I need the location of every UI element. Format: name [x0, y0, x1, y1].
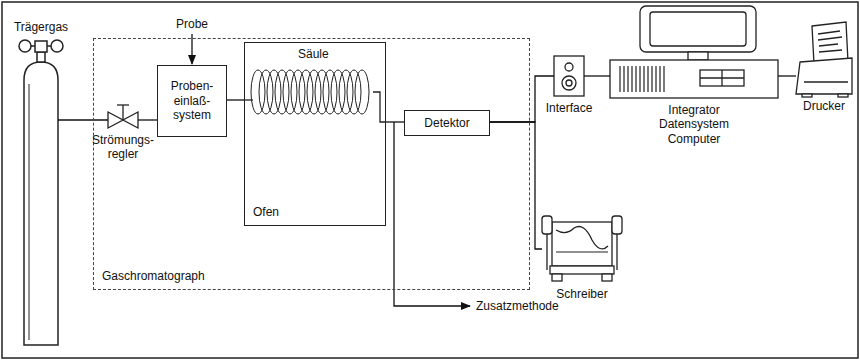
node-text: Interface — [546, 101, 593, 115]
gas-cylinder-node: Trägergas — [24, 62, 58, 345]
flow-regulator: Strömungs- regler — [108, 112, 138, 128]
connector-line — [58, 119, 108, 120]
column-coil — [251, 70, 369, 114]
method-label: Zusatzmethode — [476, 299, 559, 313]
process-box: Proben- einlaß- system — [157, 65, 227, 137]
sample-label: Probe — [176, 17, 208, 31]
computer-icon — [610, 6, 778, 98]
connector-line — [227, 99, 244, 100]
node-text: Proben- einlaß- system — [158, 77, 226, 124]
column-lead — [244, 99, 253, 100]
connector-line — [490, 122, 542, 249]
printer-node: Drucker — [796, 52, 852, 94]
interface-node: Interface — [554, 56, 584, 96]
node-text: Integrator Datensystem Computer — [648, 103, 740, 146]
branch-arrow — [394, 122, 470, 306]
connector-line — [138, 119, 157, 120]
recorder-icon — [542, 216, 622, 281]
interface-icon — [554, 56, 584, 96]
node-text: Schreiber — [556, 287, 607, 301]
node-text: Gaschromatograph — [102, 269, 205, 283]
node-text: Detektor — [420, 114, 473, 132]
process-box: Detektor — [404, 110, 490, 136]
connector-line — [778, 75, 796, 76]
node-text: Trägergas — [14, 20, 68, 34]
printer-icon — [796, 22, 852, 97]
node-text: Strömungs- regler — [86, 133, 160, 162]
gas-cylinder — [19, 40, 63, 345]
valve-symbol — [108, 105, 138, 128]
oven-box: Ofen — [244, 42, 386, 226]
node-text: Ofen — [253, 205, 279, 219]
connector-line — [386, 121, 404, 122]
node-text: Drucker — [803, 99, 845, 113]
column-label: Säule — [298, 47, 329, 61]
computer-node: Integrator Datensystem Computer — [610, 60, 778, 98]
instrument-frame: Gaschromatograph Strömungs- regler Proben-… — [93, 38, 530, 290]
connector-line — [584, 75, 610, 76]
column-lead — [373, 92, 386, 122]
recorder-node: Schreiber — [542, 216, 622, 282]
connector-line — [490, 76, 554, 122]
